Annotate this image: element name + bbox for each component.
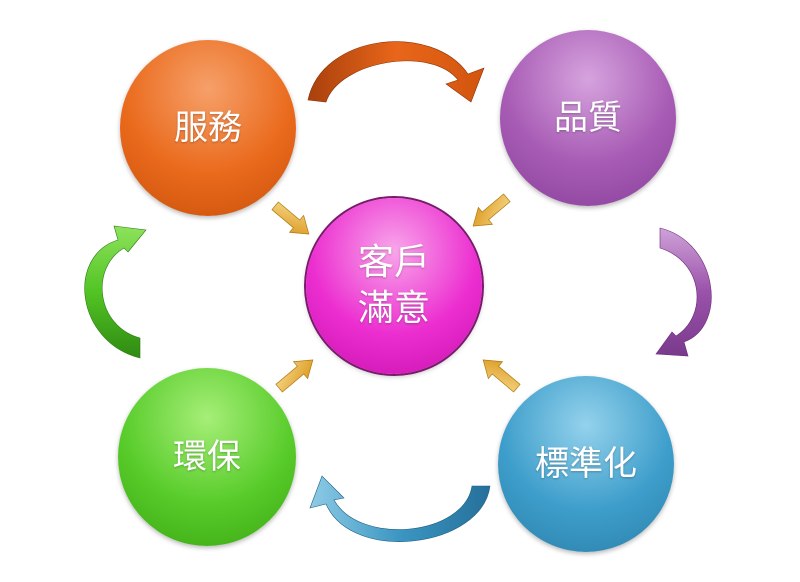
pointer-arrow-icon [275, 359, 314, 393]
pointer-arrow-icon [271, 201, 310, 235]
curved-arrow-icon [309, 475, 491, 542]
quality-node: 品質 [500, 30, 676, 206]
quality-label: 品質 [554, 98, 622, 138]
standardization-label: 標準化 [535, 444, 637, 484]
customer-satisfaction-node: 客戶 滿意 [306, 198, 482, 374]
pointer-arrow-icon [482, 359, 521, 393]
environment-node: 環保 [118, 368, 296, 546]
curved-arrow-icon [84, 225, 147, 359]
curved-arrow-icon [307, 41, 485, 103]
center-label: 客戶 滿意 [358, 240, 430, 332]
service-node: 服務 [120, 40, 296, 216]
environment-label: 環保 [173, 437, 241, 477]
curved-arrow-icon [655, 227, 712, 357]
center-label-line1: 客戶 [357, 242, 430, 283]
pointer-arrow-icon [472, 193, 511, 227]
center-label-line2: 滿意 [357, 288, 430, 329]
service-label: 服務 [174, 108, 242, 148]
standardization-node: 標準化 [498, 376, 674, 552]
